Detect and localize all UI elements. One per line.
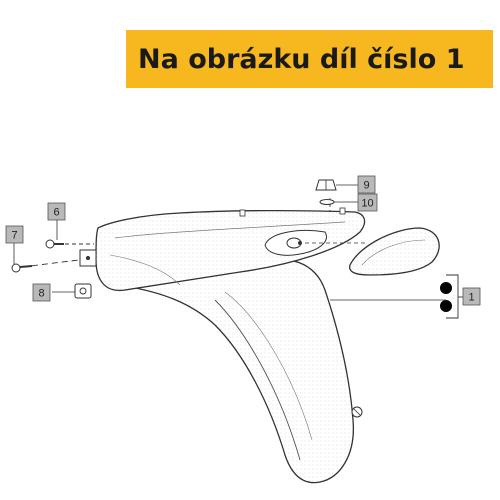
callout-6: 6 <box>47 202 66 221</box>
part-1-markers <box>330 274 463 319</box>
front-fender <box>95 207 366 484</box>
callout-9: 9 <box>357 175 376 194</box>
callout-9-label: 9 <box>363 180 369 192</box>
callout-10: 10 <box>357 193 378 212</box>
callout-7: 7 <box>5 225 24 244</box>
fender-left-bracket <box>79 249 97 267</box>
part-number-banner: Na obrázku díl číslo 1 <box>126 30 493 88</box>
part-1-marker-bottom <box>440 300 452 312</box>
callout-8-label: 8 <box>38 288 44 300</box>
callout-10-label: 10 <box>361 198 373 210</box>
screw-part-7 <box>11 263 33 273</box>
callout-8: 8 <box>32 283 51 302</box>
callout-6-label: 6 <box>53 207 59 219</box>
screw-washer-part-6 <box>45 239 64 249</box>
part-1-marker-top <box>440 282 452 294</box>
clip-nut-part-8 <box>74 283 92 299</box>
callout-1-label: 1 <box>468 292 474 304</box>
callout-7-label: 7 <box>11 230 17 242</box>
banner-text: Na obrázku díl číslo 1 <box>138 43 465 75</box>
washer-part-10 <box>319 199 335 205</box>
front-fender-insert <box>349 227 440 276</box>
callout-1: 1 <box>462 287 481 306</box>
nut-part-9 <box>315 179 337 191</box>
